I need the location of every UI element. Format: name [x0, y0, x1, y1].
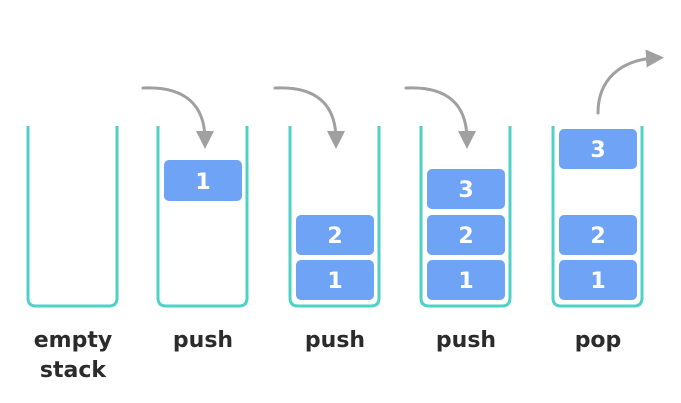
push-arrow-icon — [404, 86, 476, 149]
stack-block-label: 3 — [458, 178, 473, 203]
stack-pop: 1 2 3 — [551, 49, 664, 308]
stack-block-label: 1 — [590, 269, 605, 294]
stack-block-label: 2 — [458, 224, 473, 249]
stack-block-label: 1 — [195, 170, 210, 195]
push-arrow-icon — [141, 86, 214, 149]
stack-block — [296, 260, 374, 300]
stack-push-3: 1 2 3 — [404, 86, 512, 308]
stack-block — [164, 160, 242, 201]
stack-container — [288, 126, 381, 308]
stack-block-label: 1 — [327, 269, 342, 294]
stack-block-label: 2 — [327, 224, 342, 249]
stack-block — [296, 215, 374, 255]
caption-push: push — [143, 326, 263, 356]
stack-block — [427, 215, 505, 255]
stack-container — [156, 126, 249, 308]
push-arrow-icon — [273, 86, 345, 149]
caption-line: push — [172, 328, 234, 353]
caption-line: pop — [574, 328, 622, 353]
stack-container — [26, 126, 119, 308]
stack-empty — [26, 126, 119, 308]
caption-push: push — [406, 326, 526, 356]
stack-block-label: 1 — [458, 269, 473, 294]
stack-block — [559, 215, 637, 255]
stack-block — [427, 260, 505, 300]
stack-block-label: 2 — [590, 224, 605, 249]
stack-block — [427, 169, 505, 209]
stack-push-2: 1 2 — [273, 86, 381, 308]
popped-block — [559, 129, 637, 169]
caption-line: push — [435, 328, 497, 353]
caption-line: push — [304, 328, 366, 353]
caption-empty-stack: empty stack — [13, 326, 133, 386]
stack-block — [559, 260, 637, 300]
stack-push-1: 1 — [141, 86, 249, 308]
caption-pop: pop — [538, 326, 658, 356]
caption-line: stack — [39, 358, 107, 383]
stack-container — [551, 126, 644, 308]
stack-container — [419, 126, 512, 308]
caption-push: push — [275, 326, 395, 356]
caption-line: empty — [33, 328, 113, 353]
stack-block-label: 3 — [590, 138, 605, 163]
pop-arrow-icon — [596, 49, 664, 115]
